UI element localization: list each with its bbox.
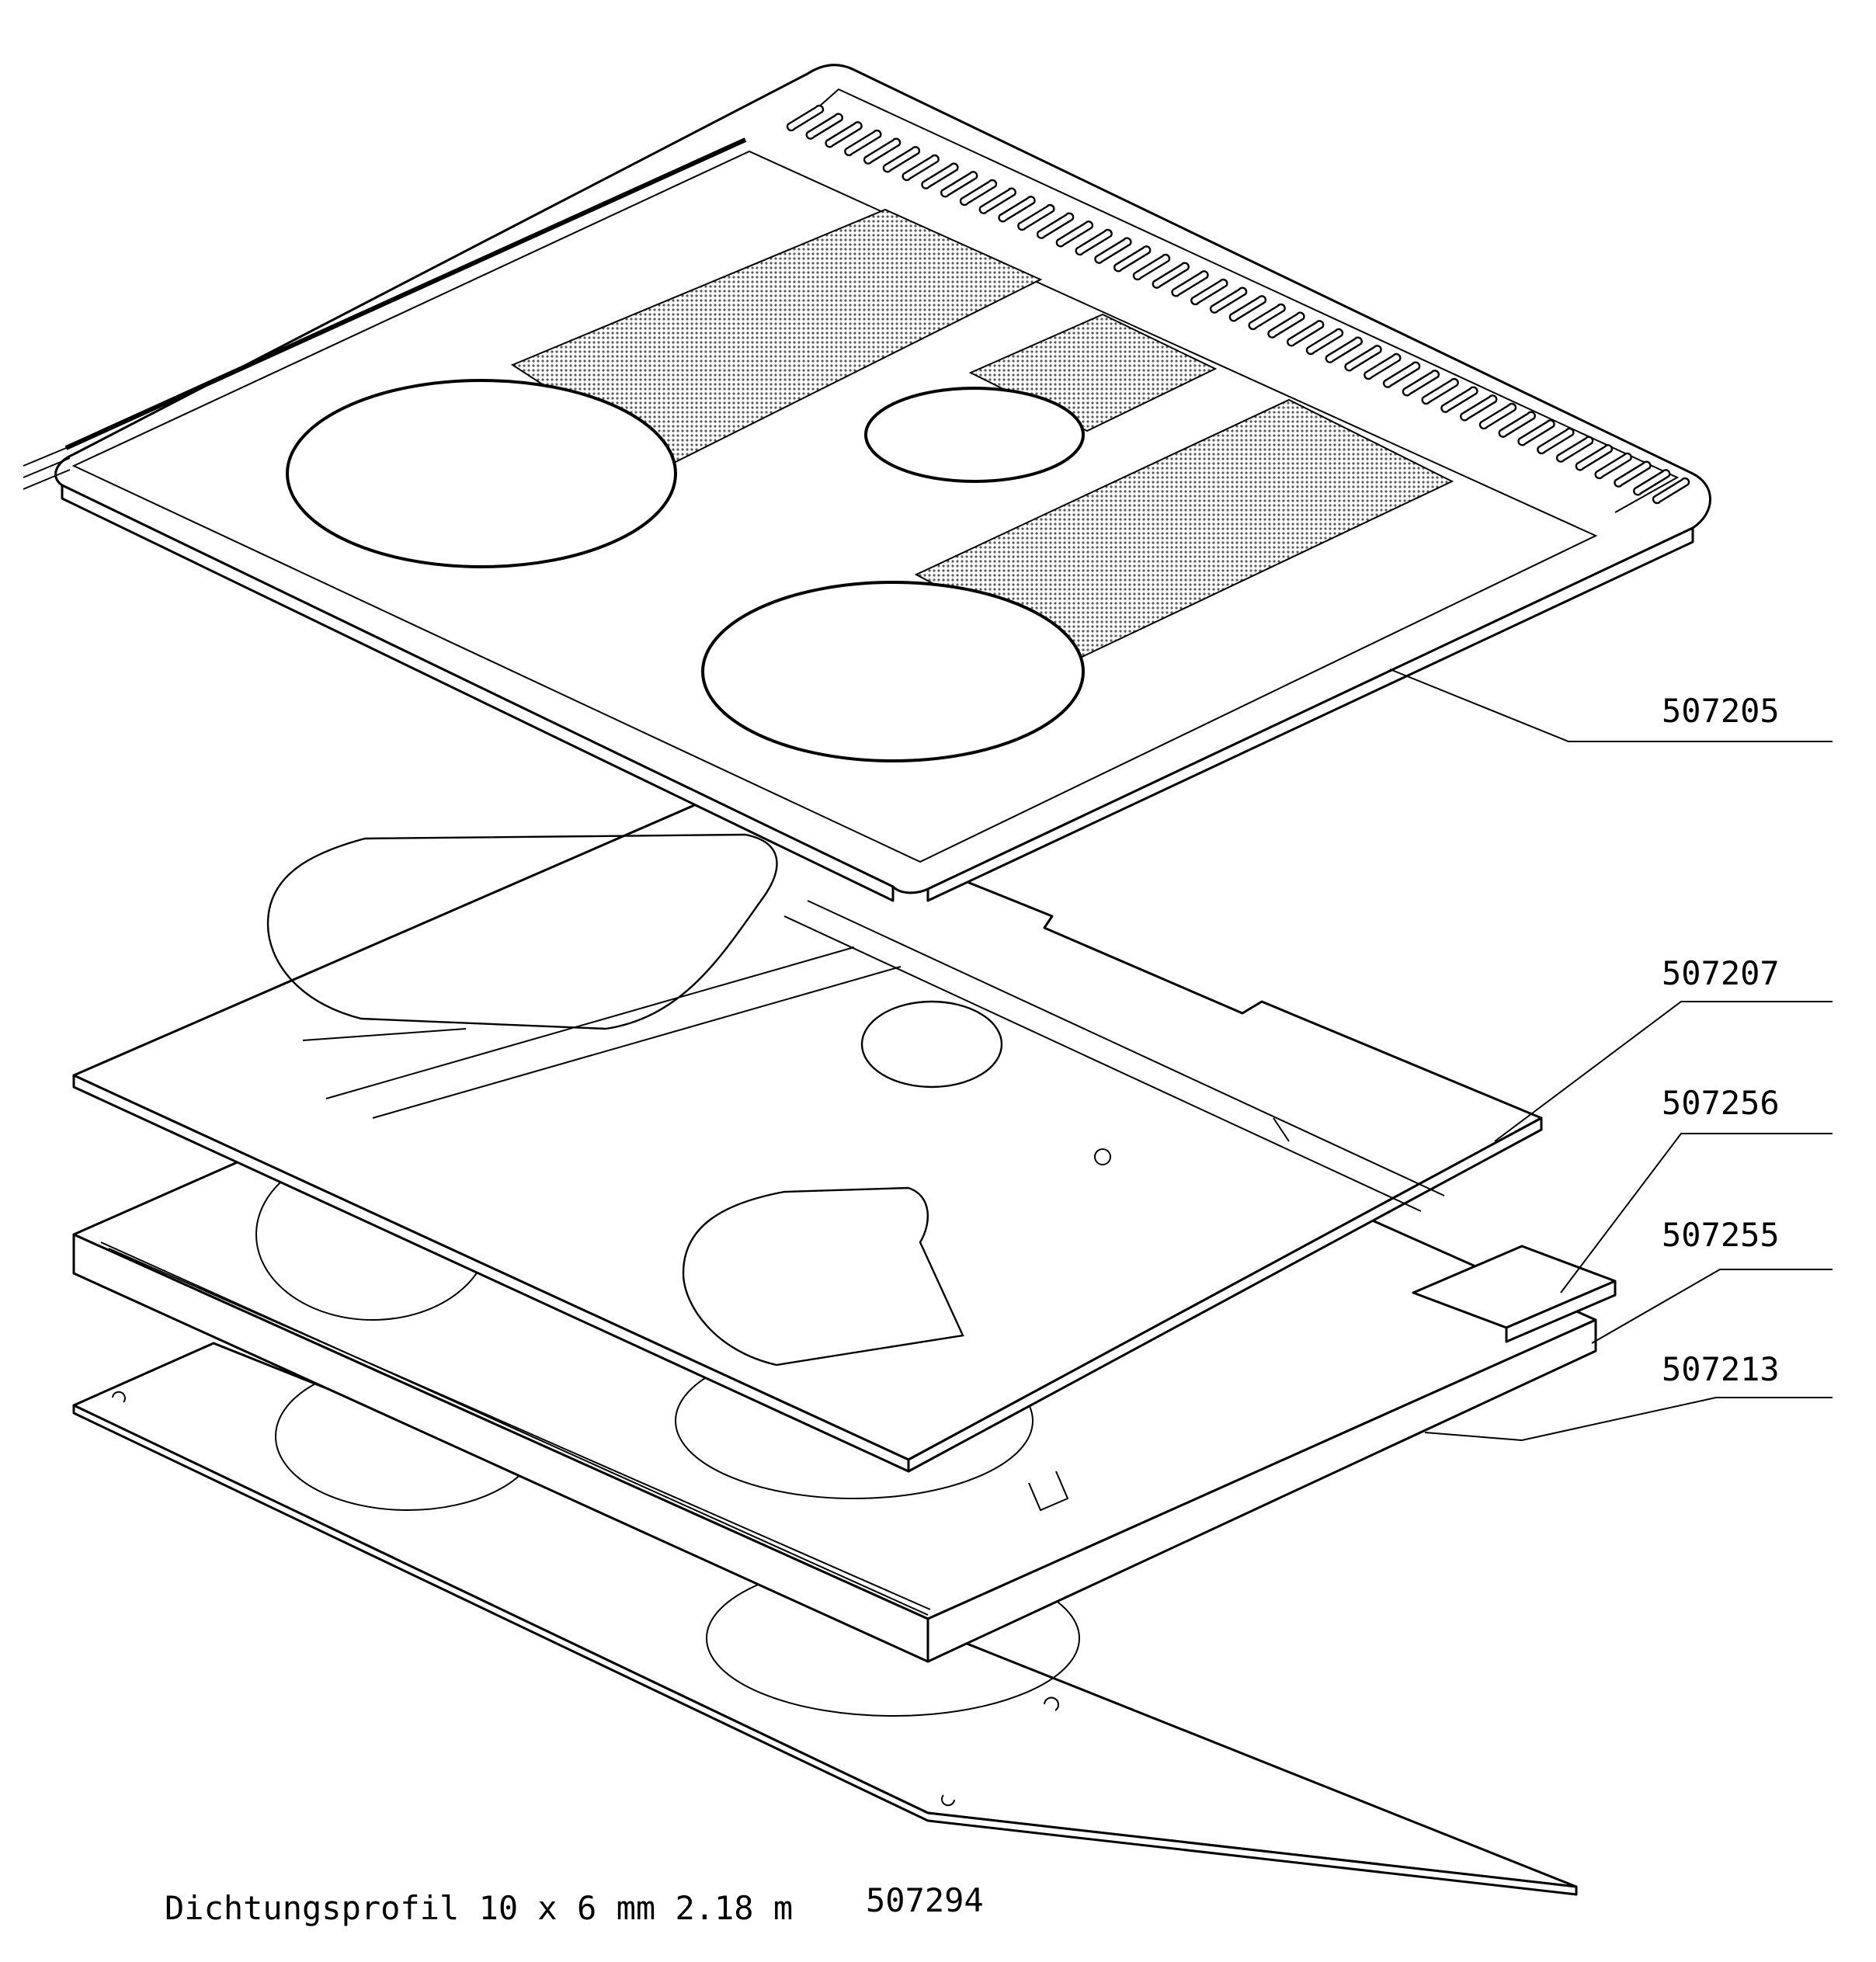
vent-slot <box>863 137 902 165</box>
vent-slot <box>1267 311 1305 339</box>
vent-slot <box>1537 427 1575 455</box>
vent-slot <box>786 104 825 132</box>
bracket <box>1412 1245 1617 1343</box>
vent-slot <box>1055 221 1094 248</box>
vent-slot <box>902 154 940 182</box>
heater-frame <box>72 787 1543 1473</box>
vent-slot <box>1036 212 1075 239</box>
vent-slot <box>921 162 959 189</box>
vent-slot <box>1440 386 1478 413</box>
vent-slot <box>1498 411 1536 438</box>
break-lines <box>23 446 71 490</box>
vent-slot <box>959 179 998 207</box>
label-507256: 507256 <box>1662 1084 1780 1122</box>
vent-slot <box>998 196 1036 223</box>
vent-slot <box>1287 320 1325 347</box>
vent-slot <box>1460 394 1498 422</box>
vent-slot <box>1402 370 1440 397</box>
label-507207: 507207 <box>1662 954 1780 992</box>
vent-slot <box>1094 237 1132 264</box>
vent-slot <box>978 187 1016 214</box>
vent-slot <box>1421 377 1459 405</box>
vent-slot <box>1132 253 1171 281</box>
vent-slot <box>1517 419 1555 446</box>
label-507255: 507255 <box>1662 1216 1780 1254</box>
vent-slot <box>1555 436 1594 463</box>
vent-slot <box>1248 303 1286 331</box>
vent-slot <box>1382 361 1421 388</box>
vent-slot <box>1325 336 1363 363</box>
vent-slot <box>825 121 863 148</box>
vent-slot <box>1594 452 1632 480</box>
vent-slot <box>1228 295 1267 322</box>
label-507213: 507213 <box>1662 1350 1780 1388</box>
vent-slot <box>1633 469 1671 496</box>
footer-description: Dichtungsprofil 10 x 6 mm 2.18 m <box>165 1889 793 1927</box>
vent-slot <box>1152 262 1190 289</box>
vent-slot <box>1017 203 1055 231</box>
vent-slot <box>940 171 978 198</box>
label-507205: 507205 <box>1662 692 1780 730</box>
vent-slot <box>1575 444 1614 471</box>
vent-slot <box>1190 278 1228 306</box>
vent-slot <box>1652 477 1690 505</box>
vent-slot <box>1344 345 1382 372</box>
ceramic-hob-top <box>54 64 1711 902</box>
vent-slot <box>1305 328 1344 356</box>
vent-slot <box>1364 352 1402 380</box>
vent-slot <box>1209 286 1248 314</box>
vent-slot <box>1171 270 1209 297</box>
leader-lines <box>1389 668 1833 1442</box>
vent-slot <box>1478 402 1517 430</box>
vent-slot <box>1113 245 1152 273</box>
vent-slot <box>1075 228 1113 256</box>
vent-slot <box>1614 460 1652 488</box>
vent-slot <box>882 146 921 173</box>
vent-slot <box>805 113 843 140</box>
footer-part-number: 507294 <box>866 1881 984 1919</box>
vent-slots <box>786 104 1690 505</box>
vent-slot <box>844 129 882 157</box>
